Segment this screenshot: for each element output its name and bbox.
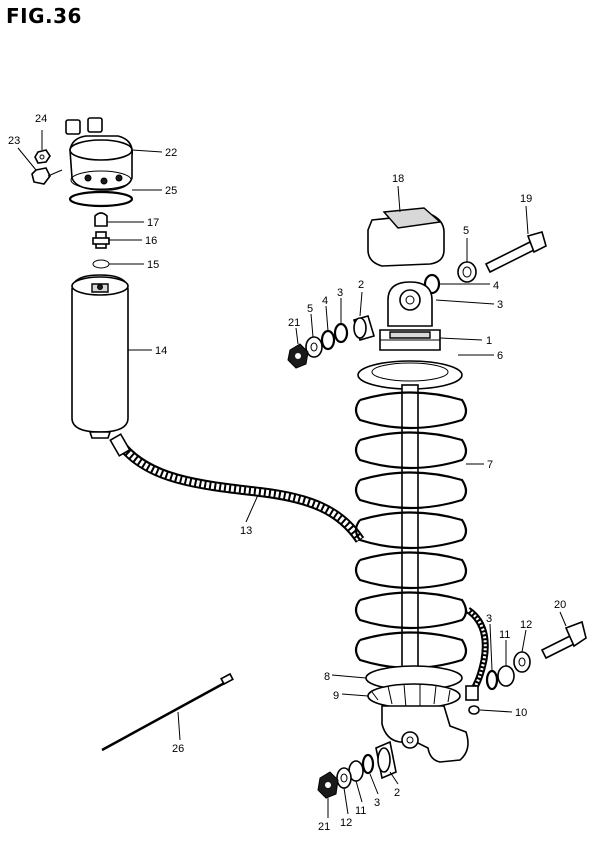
washer-part-12-right [513, 651, 531, 673]
callout-5-upper-left: 5 [307, 303, 313, 315]
valve-cap-part-17 [94, 212, 108, 227]
callout-3-lower-right: 3 [486, 613, 492, 625]
bushing-part-11-right [497, 665, 515, 687]
bushing-part-2-upper [353, 315, 375, 341]
figure-title: FIG.36 [6, 4, 82, 28]
callout-13: 13 [240, 525, 252, 537]
hose-part-13 [109, 433, 365, 543]
lock-nut-part-9 [367, 683, 461, 709]
adjuster-cap-part-18 [367, 207, 445, 267]
callout-12-right: 12 [520, 619, 532, 631]
callout-19: 19 [520, 193, 532, 205]
valve-part-16 [92, 231, 110, 249]
seal-part-4-upper-left [320, 329, 336, 351]
washer-part-10 [468, 705, 480, 715]
reservoir-clamp-part-22 [65, 117, 134, 191]
callout-11-left: 11 [355, 805, 366, 817]
callout-2-lower: 2 [394, 787, 400, 799]
callout-26: 26 [172, 743, 184, 755]
shock-lower-clevis [381, 705, 469, 763]
callout-3-upper-right: 3 [497, 299, 503, 311]
callout-18: 18 [392, 173, 404, 185]
callout-9: 9 [333, 690, 339, 702]
callout-12-left: 12 [340, 817, 352, 829]
washer-part-5-upper-right [457, 261, 477, 283]
nut-part-21-upper [287, 343, 309, 369]
callout-labels: 22 25 17 16 15 14 24 23 13 18 19 5 4 3 1… [8, 113, 566, 833]
callout-7: 7 [487, 459, 493, 471]
coil-spring-part-7 [354, 384, 468, 686]
callout-21-upper: 21 [288, 317, 300, 329]
callout-24: 24 [35, 113, 47, 125]
callout-1: 1 [486, 335, 492, 347]
bolt-part-20 [540, 620, 587, 660]
bushing-part-2-lower [375, 740, 397, 780]
callout-21-lower: 21 [318, 821, 330, 833]
callout-4-upper-right: 4 [493, 280, 499, 292]
callout-3-upper-left: 3 [337, 287, 343, 299]
callout-17: 17 [147, 217, 159, 229]
seal-part-3-upper-left [333, 322, 349, 344]
seal-part-3-lower-left [361, 753, 375, 775]
callout-14: 14 [155, 345, 167, 357]
shock-upper-eye-part-1 [379, 281, 441, 351]
seal-part-3-lower-right [485, 669, 499, 691]
callout-10: 10 [515, 707, 527, 719]
clamp-band-part-25 [68, 190, 134, 208]
callout-5-upper-right: 5 [463, 225, 469, 237]
nut-part-21-lower [317, 771, 339, 799]
washer-part-12-left [336, 767, 352, 789]
seal-part-4-upper-right [423, 273, 441, 295]
washer-part-5-upper-left [305, 336, 323, 358]
callout-11-right: 11 [499, 629, 510, 641]
reservoir-part-14 [71, 274, 129, 439]
callout-6: 6 [497, 350, 503, 362]
callout-15: 15 [147, 259, 159, 271]
spring-seat-part-6 [357, 360, 463, 390]
bolt-part-23 [31, 167, 63, 185]
callout-20: 20 [554, 599, 566, 611]
callout-8: 8 [324, 671, 330, 683]
o-ring-part-15 [92, 259, 110, 269]
hose-stub-right [465, 607, 489, 701]
callout-16: 16 [145, 235, 157, 247]
callout-25: 25 [165, 185, 177, 197]
bolt-part-19 [484, 231, 547, 274]
callout-23: 23 [8, 135, 20, 147]
leader-lines [17, 130, 567, 818]
nut-part-24 [34, 149, 51, 164]
callout-3-lower-left: 3 [374, 797, 380, 809]
callout-4-upper-left: 4 [322, 295, 328, 307]
cable-tie-part-26 [101, 672, 234, 752]
callout-2-upper: 2 [358, 279, 364, 291]
callout-22: 22 [165, 147, 177, 159]
